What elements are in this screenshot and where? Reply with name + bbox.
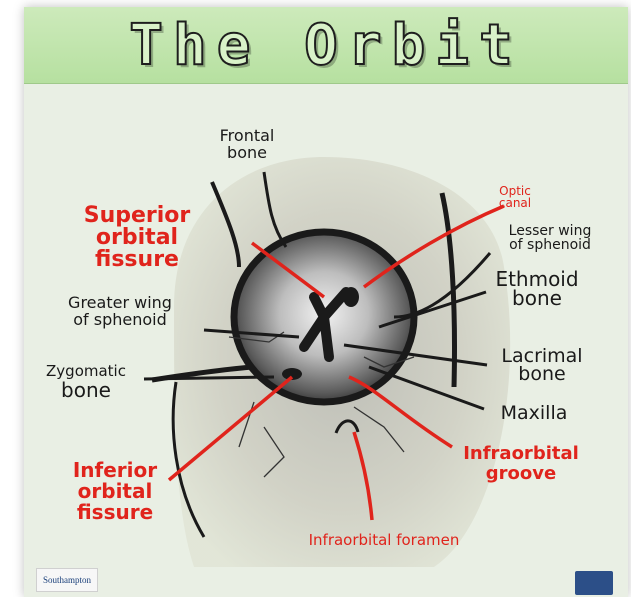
southampton-logo: Southampton xyxy=(36,568,98,592)
poster: The Orbit xyxy=(24,7,628,597)
label-infraorbital-foramen: Infraorbital foramen xyxy=(294,531,474,549)
publisher-logo xyxy=(575,571,613,595)
label-maxilla: Maxilla xyxy=(484,402,584,424)
optic-canal-hole xyxy=(343,287,359,307)
